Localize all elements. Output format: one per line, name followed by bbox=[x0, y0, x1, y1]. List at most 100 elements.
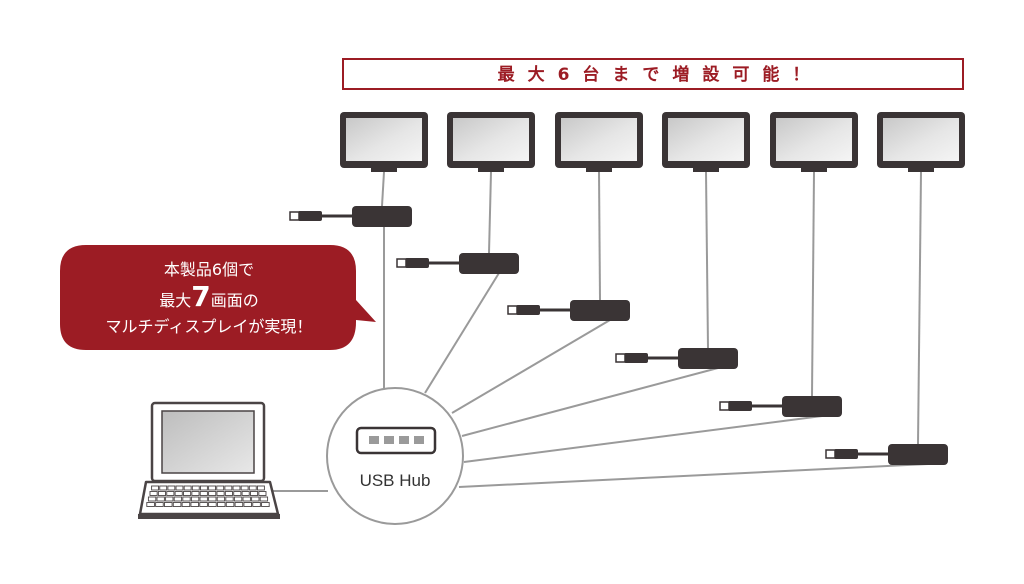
monitor-icon bbox=[877, 112, 965, 172]
hub-port bbox=[399, 436, 409, 444]
speech-bubble: 本製品6個で 最大7画面の マルチディスプレイが実現！ bbox=[60, 245, 376, 350]
keyboard-key bbox=[208, 491, 217, 496]
keyboard-key bbox=[190, 502, 200, 507]
keyboard-key bbox=[175, 485, 184, 491]
keyboard-key bbox=[199, 491, 208, 496]
keyboard-key bbox=[248, 485, 257, 491]
keyboard-key bbox=[191, 491, 200, 496]
keyboard-key bbox=[258, 491, 267, 496]
keyboard-key bbox=[200, 485, 208, 491]
keyboard-key bbox=[149, 491, 158, 496]
keyboard-key bbox=[199, 502, 208, 507]
keyboard-key bbox=[208, 485, 216, 491]
keyboard-key bbox=[183, 485, 192, 491]
monitor-cable-line bbox=[488, 171, 492, 254]
monitor-cable-line bbox=[598, 171, 601, 301]
monitor-icon bbox=[340, 112, 428, 172]
keyboard-key bbox=[155, 502, 164, 507]
keyboard-key bbox=[173, 496, 183, 502]
keyboard-key bbox=[216, 485, 225, 491]
usb-cable-line bbox=[461, 367, 719, 437]
keyboard-key bbox=[232, 485, 241, 491]
usb-cable-line bbox=[424, 272, 500, 394]
keyboard-key bbox=[234, 502, 244, 507]
hub-port bbox=[414, 436, 424, 444]
usb-cable-line bbox=[463, 415, 823, 463]
usb-display-adapter-icon bbox=[615, 348, 738, 369]
keyboard-key bbox=[157, 491, 166, 496]
monitor-cable-line bbox=[917, 171, 922, 445]
keyboard-key bbox=[167, 485, 176, 491]
monitor-cable-line bbox=[381, 171, 385, 207]
keyboard-key bbox=[159, 485, 168, 491]
usb-hub-icon: USB Hub bbox=[326, 387, 464, 525]
keyboard-key bbox=[156, 496, 165, 502]
keyboard-key bbox=[261, 502, 270, 507]
usb-cable-line bbox=[451, 319, 611, 414]
keyboard-key bbox=[151, 485, 159, 491]
usb-display-adapter-icon bbox=[507, 300, 630, 321]
keyboard-key bbox=[233, 496, 243, 502]
keyboard-key bbox=[250, 491, 259, 496]
monitor-icon bbox=[555, 112, 643, 172]
monitor-icon bbox=[447, 112, 535, 172]
monitor-row bbox=[340, 112, 965, 172]
keyboard-key bbox=[225, 496, 234, 502]
bubble-line-2-number: 7 bbox=[191, 280, 210, 313]
bubble-line-2-post: 画面の bbox=[211, 291, 259, 310]
keyboard-key bbox=[225, 502, 235, 507]
monitor-cable-line bbox=[811, 171, 815, 397]
bubble-line-2: 最大7画面の bbox=[159, 280, 259, 313]
keyboard-key bbox=[191, 485, 200, 491]
bubble-line-2-pre: 最大 bbox=[159, 291, 191, 310]
usb-display-adapter-icon bbox=[825, 444, 948, 465]
keyboard-key bbox=[216, 502, 226, 507]
keyboard-key bbox=[166, 491, 175, 496]
keyboard-key bbox=[241, 491, 250, 496]
keyboard-key bbox=[242, 496, 251, 502]
banner: 最大6台まで増設可能！ bbox=[342, 58, 964, 90]
keyboard-key bbox=[146, 502, 155, 507]
speech-bubble-shape bbox=[60, 245, 376, 350]
keyboard-key bbox=[252, 502, 261, 507]
monitor-cable-line bbox=[705, 171, 709, 349]
keyboard-key bbox=[172, 502, 182, 507]
hub-port bbox=[369, 436, 379, 444]
keyboard-key bbox=[174, 491, 183, 496]
hub-label: USB Hub bbox=[360, 471, 431, 490]
keyboard-key bbox=[181, 502, 191, 507]
monitor-icon bbox=[770, 112, 858, 172]
keyboard-key bbox=[216, 491, 225, 496]
keyboard-key bbox=[199, 496, 208, 502]
keyboard-key bbox=[224, 491, 233, 496]
keyboard-key bbox=[233, 491, 242, 496]
adapter-group bbox=[289, 206, 948, 465]
keyboard-key bbox=[251, 496, 260, 502]
keyboard-key bbox=[208, 496, 217, 502]
keyboard-key bbox=[165, 496, 174, 502]
usb-cable-line bbox=[458, 463, 929, 488]
banner-frame bbox=[342, 58, 964, 90]
keyboard-key bbox=[147, 496, 157, 502]
keyboard-key bbox=[216, 496, 226, 502]
keyboard-key bbox=[257, 485, 265, 491]
bubble-line-3: マルチディスプレイが実現！ bbox=[106, 317, 313, 336]
keyboard-key bbox=[164, 502, 173, 507]
hub-body bbox=[355, 426, 437, 455]
laptop-icon bbox=[138, 401, 280, 519]
keyboard-key bbox=[240, 485, 249, 491]
bubble-line-1: 本製品6個で bbox=[164, 260, 254, 279]
connection-lines bbox=[270, 171, 929, 492]
hub-circle bbox=[326, 387, 464, 525]
keyboard-key bbox=[190, 496, 200, 502]
keyboard-key bbox=[208, 502, 217, 507]
keyboard-key bbox=[243, 502, 252, 507]
banner-text: 最大6台まで増設可能！ bbox=[498, 64, 823, 85]
usb-display-adapter-icon bbox=[289, 206, 412, 227]
keyboard-key bbox=[224, 485, 233, 491]
keyboard-key bbox=[183, 491, 192, 496]
keyboard-key bbox=[182, 496, 191, 502]
keyboard-key bbox=[259, 496, 269, 502]
